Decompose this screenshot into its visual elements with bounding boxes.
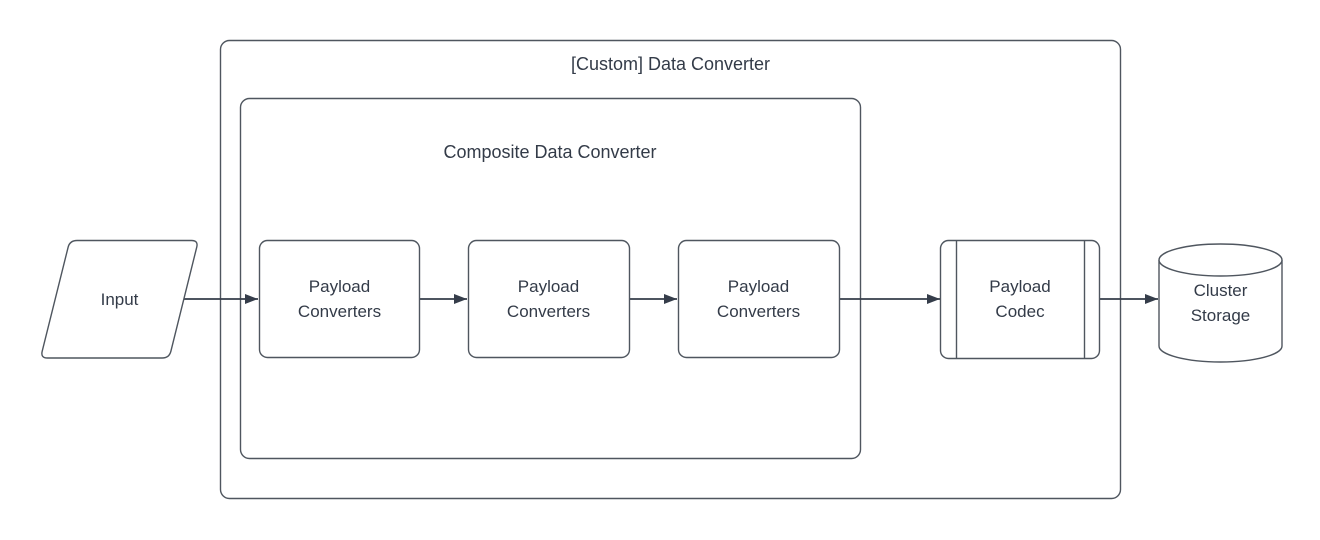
payload-codec-label: Payload Codec (989, 277, 1051, 321)
payload-converters-box-3 (677, 239, 841, 359)
cluster-storage-cylinder-top (1158, 243, 1283, 277)
payload-converters-box-1 (258, 239, 421, 359)
cluster-storage-cylinder-body (1158, 260, 1283, 363)
custom-data-converter-container (219, 39, 1122, 500)
composite-converter-title: Composite Data Converter (443, 142, 657, 162)
payload-converters-label-1: Payload Converters (297, 276, 382, 321)
composite-data-converter-container (239, 97, 862, 460)
input-label: Input (100, 289, 139, 309)
payload-converters-box-2 (467, 239, 631, 359)
payload-converters-label-3: Payload Converters (716, 276, 801, 321)
input-parallelogram (41, 239, 198, 359)
custom-converter-title: [Custom] Data Converter (570, 54, 771, 74)
payload-codec-box (939, 239, 1101, 360)
cluster-storage-label: Cluster Storage (1190, 281, 1251, 325)
payload-converters-label-2: Payload Converters (506, 276, 591, 321)
